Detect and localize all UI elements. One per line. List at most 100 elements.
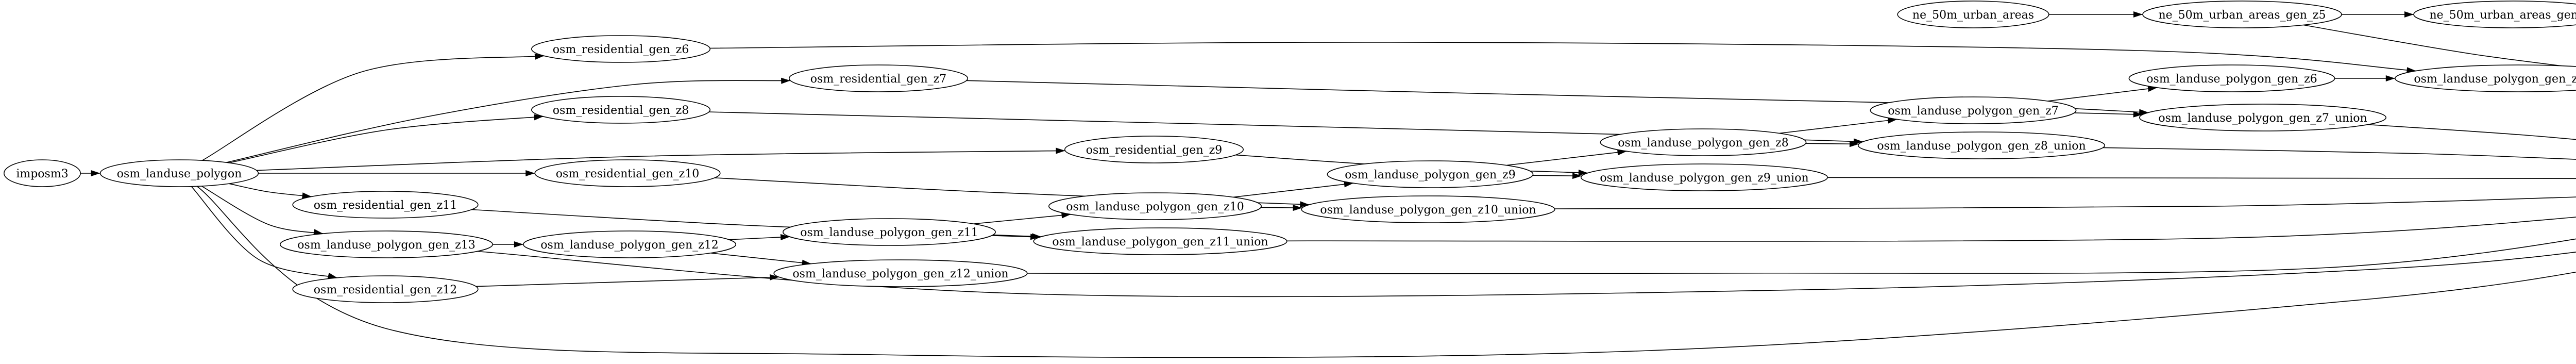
node-label-osm_landuse_polygon_gen_z10_union: osm_landuse_polygon_gen_z10_union bbox=[1320, 204, 1536, 217]
node-ellipse-osm_landuse_polygon_gen_z8_union bbox=[1858, 131, 2106, 159]
node-osm_residential_gen_z7: osm_residential_gen_z7 bbox=[789, 64, 969, 92]
node-label-osm_landuse_polygon_gen_z9: osm_landuse_polygon_gen_z9 bbox=[1345, 169, 1515, 181]
node-label-osm_residential_gen_z11: osm_residential_gen_z11 bbox=[314, 199, 457, 212]
node-osm_residential_gen_z8: osm_residential_gen_z8 bbox=[531, 96, 711, 124]
node-ellipse-osm_residential_gen_z12 bbox=[292, 275, 479, 303]
node-osm_residential_gen_z10: osm_residential_gen_z10 bbox=[534, 159, 721, 187]
node-osm_landuse_polygon_gen_z9: osm_landuse_polygon_gen_z9 bbox=[1327, 160, 1534, 188]
edge-osm_residential_gen_z6-osm_landuse_polygon_gen_z6_union bbox=[709, 42, 2416, 74]
node-label-osm_landuse_polygon_gen_z8: osm_landuse_polygon_gen_z8 bbox=[1618, 137, 1788, 150]
node-ellipse-osm_landuse_polygon_gen_z11_union bbox=[1033, 227, 1287, 255]
node-ellipse-osm_landuse_polygon_gen_z7_union bbox=[2139, 104, 2386, 131]
node-label-osm_residential_gen_z10: osm_residential_gen_z10 bbox=[556, 168, 699, 180]
edge-osm_landuse_polygon_gen_z10-osm_landuse_polygon_gen_z10_union bbox=[1261, 205, 1302, 211]
node-ellipse-osm_landuse_polygon_gen_z6_union bbox=[2395, 64, 2576, 92]
node-label-osm_residential_gen_z7: osm_residential_gen_z7 bbox=[810, 73, 946, 86]
node-label-osm_landuse_polygon_gen_z12: osm_landuse_polygon_gen_z12 bbox=[540, 239, 718, 252]
node-ellipse-osm_landuse_polygon_gen_z12_union bbox=[773, 259, 1028, 287]
node-osm_landuse_polygon_gen_z13: osm_landuse_polygon_gen_z13 bbox=[279, 230, 493, 258]
node-ellipse-osm_landuse_polygon_gen_z9_union bbox=[1581, 163, 1828, 191]
node-label-osm_landuse_polygon_gen_z9_union: osm_landuse_polygon_gen_z9_union bbox=[1600, 172, 1808, 185]
node-label-osm_landuse_polygon_gen_z12_union: osm_landuse_polygon_gen_z12_union bbox=[792, 268, 1008, 280]
node-ellipse-osm_landuse_polygon_gen_z9 bbox=[1327, 160, 1534, 188]
node-osm_landuse_polygon_gen_z12_union: osm_landuse_polygon_gen_z12_union bbox=[773, 259, 1028, 287]
node-ellipse-osm_landuse_polygon_gen_z10_union bbox=[1301, 195, 1555, 223]
edge-osm_residential_gen_z12-osm_landuse_polygon_gen_z12_union bbox=[476, 274, 779, 287]
node-osm_residential_gen_z6: osm_residential_gen_z6 bbox=[531, 35, 711, 63]
node-ellipse-osm_residential_gen_z8 bbox=[531, 96, 711, 124]
node-osm_residential_gen_z9: osm_residential_gen_z9 bbox=[1064, 136, 1244, 163]
edge-osm_landuse_polygon_gen_z8-osm_landuse_polygon_gen_z8_union bbox=[1805, 141, 1859, 147]
node-osm_landuse_polygon_gen_z8_union: osm_landuse_polygon_gen_z8_union bbox=[1858, 131, 2106, 159]
edge-osm_landuse_polygon-osm_residential_gen_z6 bbox=[202, 53, 545, 161]
edge-osm_landuse_polygon_gen_z12_union-layer-z12 bbox=[1027, 238, 2576, 274]
node-label-imposm3: imposm3 bbox=[16, 168, 68, 180]
node-label-osm_landuse_polygon_gen_z11_union: osm_landuse_polygon_gen_z11_union bbox=[1052, 236, 1268, 249]
edge-osm_landuse_polygon_gen_z7-osm_landuse_polygon_gen_z7_union bbox=[2074, 111, 2143, 118]
edge-osm_landuse_polygon_gen_z10-osm_landuse_polygon_gen_z9 bbox=[1233, 181, 1354, 198]
edge-osm_landuse_polygon_gen_z12-osm_landuse_polygon_gen_z11 bbox=[728, 234, 790, 241]
edge-osm_landuse_polygon_gen_z11_union-layer-z11 bbox=[1286, 217, 2576, 242]
edge-osm_landuse_polygon_gen_z10_union-layer-z10 bbox=[1554, 196, 2576, 209]
node-imposm3: imposm3 bbox=[4, 159, 81, 187]
node-ne_50m_urban_areas_gen_z4: ne_50m_urban_areas_gen_z4 bbox=[2413, 1, 2576, 28]
edge-osm_landuse_polygon_gen_z9_union-layer-z9 bbox=[1827, 177, 2576, 179]
node-ellipse-osm_landuse_polygon_gen_z13 bbox=[279, 230, 493, 258]
edge-osm_landuse_polygon-osm_residential_gen_z11 bbox=[229, 183, 312, 199]
node-ellipse-osm_landuse_polygon_gen_z7 bbox=[1870, 96, 2077, 124]
node-ne_50m_urban_areas_gen_z5: ne_50m_urban_areas_gen_z5 bbox=[2142, 1, 2342, 28]
edge-osm_landuse_polygon-osm_residential_gen_z9 bbox=[256, 147, 1065, 171]
edge-osm_landuse_polygon_gen_z12-osm_landuse_polygon_gen_z12_union bbox=[710, 253, 811, 266]
node-label-osm_landuse_polygon_gen_z10: osm_landuse_polygon_gen_z10 bbox=[1066, 201, 1244, 213]
edge-osm_landuse_polygon-osm_residential_gen_z7 bbox=[226, 77, 791, 163]
node-label-osm_landuse_polygon_gen_z7: osm_landuse_polygon_gen_z7 bbox=[1888, 105, 2058, 118]
node-osm_landuse_polygon_gen_z7_union: osm_landuse_polygon_gen_z7_union bbox=[2139, 104, 2386, 131]
node-osm_landuse_polygon_gen_z11_union: osm_landuse_polygon_gen_z11_union bbox=[1033, 227, 1287, 255]
edge-osm_landuse_polygon_gen_z8_union-layer-z8 bbox=[2103, 147, 2576, 160]
node-osm_landuse_polygon_gen_z7: osm_landuse_polygon_gen_z7 bbox=[1870, 96, 2077, 124]
nodes-group: imposm3 osm_landuse_polygon osm_residentia… bbox=[4, 1, 2576, 303]
node-ellipse-ne_50m_urban_areas_gen_z5 bbox=[2142, 1, 2342, 28]
node-label-ne_50m_urban_areas_gen_z5: ne_50m_urban_areas_gen_z5 bbox=[2158, 9, 2326, 22]
edge-osm_landuse_polygon-osm_residential_gen_z12 bbox=[191, 186, 337, 279]
node-osm_residential_gen_z12: osm_residential_gen_z12 bbox=[292, 275, 479, 303]
node-osm_landuse_polygon_gen_z10_union: osm_landuse_polygon_gen_z10_union bbox=[1301, 195, 1555, 223]
node-label-osm_landuse_polygon_gen_z6: osm_landuse_polygon_gen_z6 bbox=[2146, 73, 2317, 86]
node-osm_landuse_polygon_gen_z6_union: osm_landuse_polygon_gen_z6_union bbox=[2395, 64, 2576, 92]
node-ne_50m_urban_areas: ne_50m_urban_areas bbox=[1897, 1, 2049, 28]
node-label-osm_residential_gen_z6: osm_residential_gen_z6 bbox=[553, 43, 689, 56]
node-osm_landuse_polygon_gen_z6: osm_landuse_polygon_gen_z6 bbox=[2128, 64, 2335, 92]
node-ellipse-osm_residential_gen_z11 bbox=[292, 191, 479, 219]
edge-osm_landuse_polygon-layer-z14+ bbox=[196, 186, 2576, 358]
node-label-osm_landuse_polygon_gen_z6_union: osm_landuse_polygon_gen_z6_union bbox=[2414, 73, 2576, 86]
edge-osm_landuse_polygon-osm_landuse_polygon_gen_z13 bbox=[201, 186, 324, 236]
node-osm_landuse_polygon_gen_z10: osm_landuse_polygon_gen_z10 bbox=[1048, 192, 1262, 220]
node-label-ne_50m_urban_areas: ne_50m_urban_areas bbox=[1912, 9, 2034, 22]
node-label-osm_landuse_polygon_gen_z8_union: osm_landuse_polygon_gen_z8_union bbox=[1877, 140, 2086, 153]
node-ellipse-ne_50m_urban_areas_gen_z4 bbox=[2413, 1, 2576, 28]
node-osm_landuse_polygon_gen_z12: osm_landuse_polygon_gen_z12 bbox=[522, 230, 736, 258]
node-osm_landuse_polygon_gen_z11: osm_landuse_polygon_gen_z11 bbox=[783, 218, 996, 246]
edge-osm_landuse_polygon_gen_z9-osm_landuse_polygon_gen_z8 bbox=[1506, 149, 1627, 166]
node-ellipse-osm_residential_gen_z7 bbox=[789, 64, 969, 92]
node-osm_landuse_polygon: osm_landuse_polygon bbox=[99, 159, 259, 187]
node-ellipse-ne_50m_urban_areas bbox=[1897, 1, 2049, 28]
edge-osm_landuse_polygon_gen_z7-osm_landuse_polygon_gen_z6 bbox=[2047, 86, 2158, 102]
node-ellipse-osm_landuse_polygon bbox=[99, 159, 259, 187]
node-label-osm_landuse_polygon_gen_z11: osm_landuse_polygon_gen_z11 bbox=[800, 226, 978, 239]
node-ellipse-osm_residential_gen_z9 bbox=[1064, 136, 1244, 163]
node-osm_residential_gen_z11: osm_residential_gen_z11 bbox=[292, 191, 479, 219]
node-ellipse-osm_landuse_polygon_gen_z8 bbox=[1600, 128, 1807, 156]
node-osm_landuse_polygon_gen_z9_union: osm_landuse_polygon_gen_z9_union bbox=[1581, 163, 1828, 191]
edge-osm_landuse_polygon-osm_residential_gen_z8 bbox=[229, 114, 544, 163]
edge-osm_landuse_polygon_gen_z8-osm_landuse_polygon_gen_z7 bbox=[1779, 117, 1897, 134]
node-label-osm_residential_gen_z9: osm_residential_gen_z9 bbox=[1086, 144, 1222, 157]
node-ellipse-osm_landuse_polygon_gen_z11 bbox=[783, 218, 996, 246]
node-label-osm_landuse_polygon_gen_z13: osm_landuse_polygon_gen_z13 bbox=[297, 239, 475, 252]
node-osm_landuse_polygon_gen_z8: osm_landuse_polygon_gen_z8 bbox=[1600, 128, 1807, 156]
node-label-osm_residential_gen_z12: osm_residential_gen_z12 bbox=[314, 284, 457, 296]
edge-osm_landuse_polygon_gen_z9-osm_landuse_polygon_gen_z9_union bbox=[1532, 173, 1582, 179]
node-label-osm_residential_gen_z8: osm_residential_gen_z8 bbox=[553, 104, 689, 117]
edge-osm_landuse_polygon_gen_z7_union-layer-z7 bbox=[2367, 124, 2576, 140]
